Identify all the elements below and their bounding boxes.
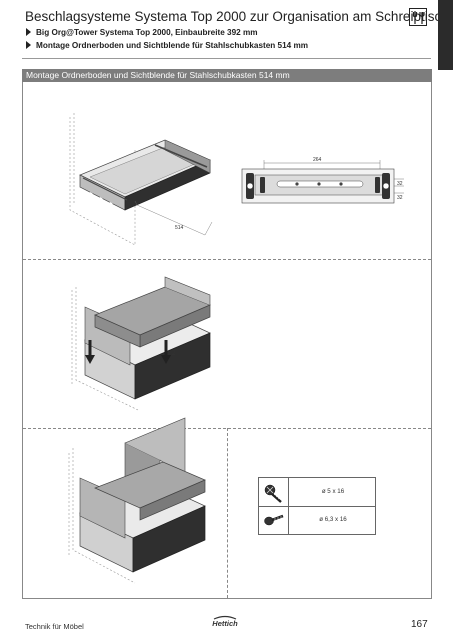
table-row: ø 6,3 x 16: [259, 506, 375, 534]
screw-label: ø 6,3 x 16: [319, 516, 347, 523]
triangle-bullet-icon: [26, 41, 31, 49]
screw-label: ø 5 x 16: [321, 488, 345, 495]
dimension-top-label: 264: [313, 157, 322, 163]
section-divider: [23, 259, 431, 260]
dimension-right-label: 32: [397, 195, 403, 201]
drawer-drawing: 514: [69, 113, 213, 246]
bullet-text: Montage Ordnerboden und Sichtblende für …: [36, 41, 309, 50]
logo-text: Hettich: [212, 619, 238, 628]
screw-table: ø 5 x 16 ø 6,3 x 16: [258, 477, 376, 535]
screw-icon: [259, 506, 289, 534]
top-view-drawing: 264 32 32: [241, 157, 404, 204]
page-number: 167: [411, 619, 428, 630]
countersunk-screw-icon: [259, 478, 289, 506]
dimension-label: 514: [175, 225, 184, 231]
footer-text: Technik für Möbel: [25, 622, 84, 631]
drawer-finished-drawing: [68, 417, 206, 584]
drawer-shelf-drawing: 2: [71, 276, 211, 411]
bullet-item: Montage Ordnerboden und Sichtblende für …: [26, 41, 308, 50]
header-divider: [22, 58, 431, 59]
countersunk-screw-graphic: [264, 484, 282, 503]
dimension-right-label: 32: [397, 181, 403, 187]
tools-icon-graphic: [412, 12, 425, 24]
page-title: Beschlagsysteme Systema Top 2000 zur Org…: [25, 9, 449, 24]
step-number: 2: [172, 351, 176, 357]
side-tab-marker: [438, 0, 453, 70]
column-divider: [227, 428, 228, 598]
hettich-logo: Hettich: [206, 615, 244, 630]
panel-header: Montage Ordnerboden und Sichtblende für …: [22, 69, 432, 82]
table-row: ø 5 x 16: [259, 478, 375, 507]
screw-graphic: [264, 514, 284, 526]
tools-icon: [409, 8, 427, 26]
bullet-item: Big Org@Tower Systema Top 2000, Einbaubr…: [26, 28, 258, 37]
bullet-text: Big Org@Tower Systema Top 2000, Einbaubr…: [36, 28, 258, 37]
triangle-bullet-icon: [26, 28, 31, 36]
logo-graphic: [213, 615, 237, 620]
